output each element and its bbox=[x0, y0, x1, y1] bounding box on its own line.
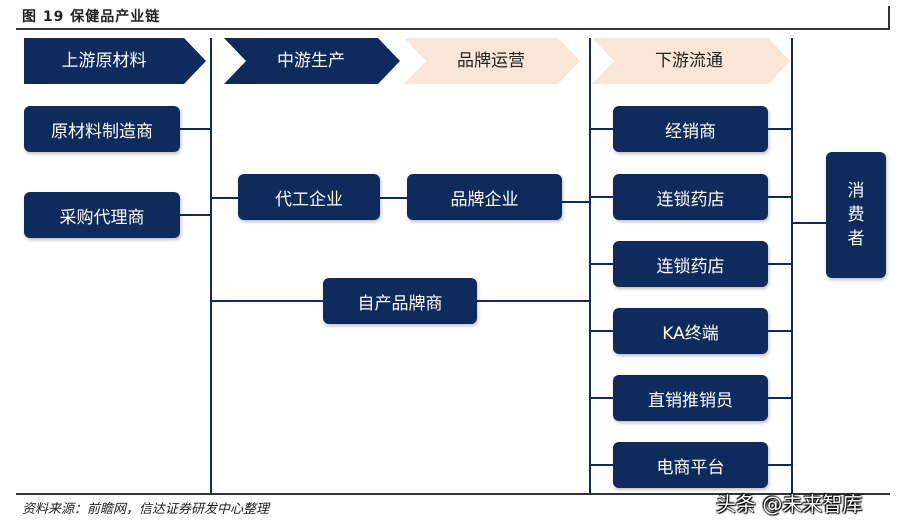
stage-label-upstream: 上游原材料 bbox=[61, 51, 147, 71]
stage-chevron-downstream bbox=[592, 38, 790, 84]
stage-label-downstream: 下游流通 bbox=[655, 51, 723, 71]
node-ka-terminal: KA终端 bbox=[613, 308, 768, 354]
connector-pharmacy1-left bbox=[590, 196, 613, 198]
node-consumer: 消 费 者 bbox=[826, 152, 886, 278]
connector-oem-brand bbox=[380, 197, 407, 199]
downstream-left-line bbox=[589, 38, 591, 493]
consumer-char-3: 者 bbox=[847, 229, 865, 249]
connector-raw-material bbox=[180, 128, 211, 130]
node-purchasing-agent: 采购代理商 bbox=[24, 192, 180, 238]
connector-distributor-right bbox=[768, 128, 792, 130]
connector-to-own-brand bbox=[211, 300, 323, 302]
watermark: 头条 @未来智库 bbox=[716, 492, 863, 516]
consumer-char-1: 消 bbox=[847, 181, 865, 201]
connector-distributor-left bbox=[590, 128, 613, 130]
title-divider bbox=[16, 28, 890, 30]
upstream-divider-line bbox=[210, 38, 212, 493]
connector-ka-left bbox=[590, 330, 613, 332]
connector-brand-downstream bbox=[562, 201, 590, 203]
connector-ecommerce-left bbox=[590, 464, 613, 466]
stage-chevron-midstream bbox=[224, 38, 400, 84]
node-ecommerce: 电商平台 bbox=[613, 442, 768, 488]
stage-label-brand-ops: 品牌运营 bbox=[457, 51, 525, 71]
node-chain-pharmacy-2: 连锁药店 bbox=[613, 241, 768, 287]
connector-direct-right bbox=[768, 397, 792, 399]
connector-pharmacy2-left bbox=[590, 263, 613, 265]
connector-ka-right bbox=[768, 330, 792, 332]
stage-chevron-upstream bbox=[24, 38, 206, 84]
connector-to-consumer bbox=[792, 222, 826, 224]
figure-title: 图 19 保健品产业链 bbox=[22, 9, 161, 25]
node-direct-sales: 直销推销员 bbox=[613, 375, 768, 421]
node-raw-material-maker: 原材料制造商 bbox=[24, 106, 180, 152]
downstream-right-line bbox=[791, 38, 793, 493]
footer-divider bbox=[16, 493, 890, 495]
node-chain-pharmacy-1: 连锁药店 bbox=[613, 174, 768, 220]
node-own-brand: 自产品牌商 bbox=[323, 278, 477, 324]
node-oem: 代工企业 bbox=[238, 174, 380, 220]
connector-pharmacy1-right bbox=[768, 196, 792, 198]
connector-own-brand-downstream bbox=[477, 300, 590, 302]
connector-to-oem bbox=[211, 197, 238, 199]
connector-purchasing bbox=[180, 214, 211, 216]
connector-pharmacy2-right bbox=[768, 263, 792, 265]
stage-label-midstream: 中游生产 bbox=[277, 51, 345, 71]
source-note: 资料来源：前瞻网，信达证券研发中心整理 bbox=[22, 502, 270, 517]
node-brand-company: 品牌企业 bbox=[407, 174, 562, 220]
title-end-tick bbox=[888, 6, 890, 28]
connector-ecommerce-right bbox=[768, 464, 792, 466]
node-distributor: 经销商 bbox=[613, 106, 768, 152]
stage-chevron-brand-ops bbox=[404, 38, 580, 84]
stage-chevrons bbox=[24, 38, 790, 84]
connector-direct-left bbox=[590, 397, 613, 399]
consumer-char-2: 费 bbox=[847, 205, 865, 225]
